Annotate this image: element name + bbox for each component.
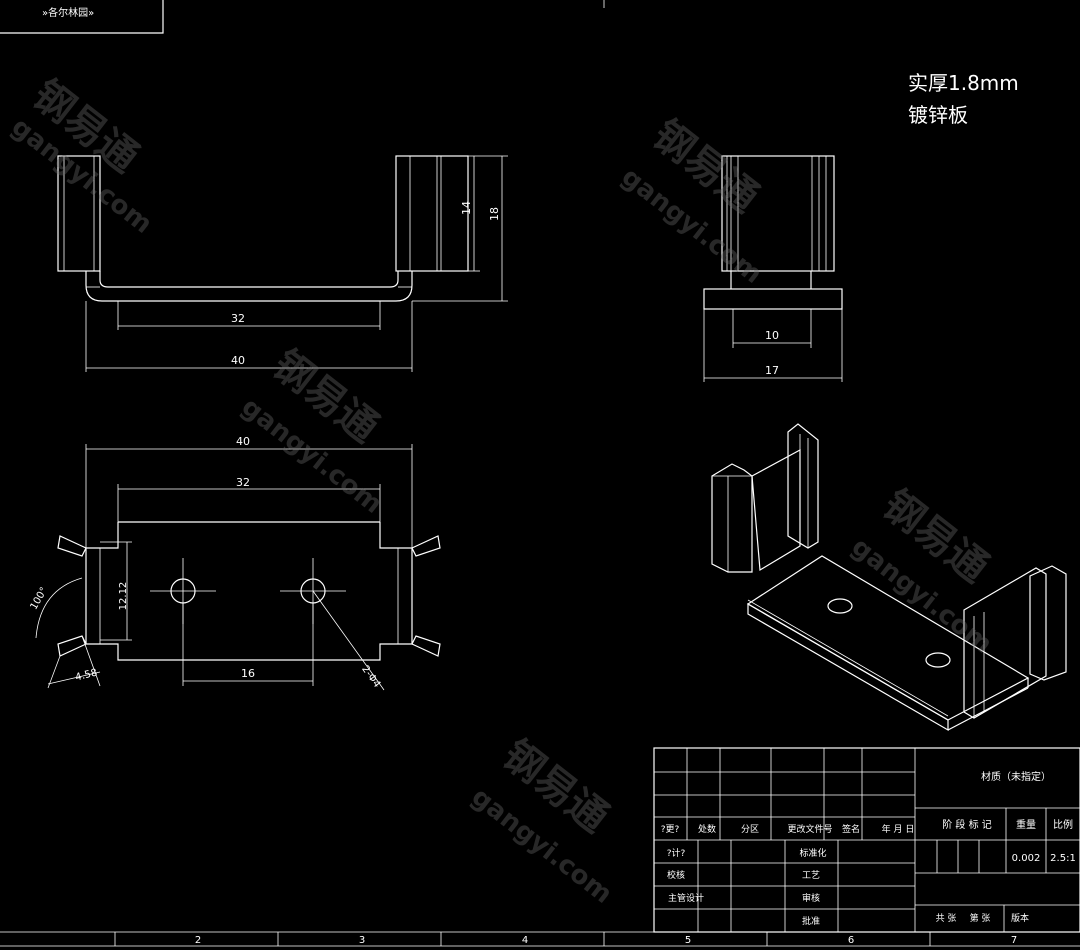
tb-chief-design: 主管设计 [668,892,704,904]
tb-scale-value: 2.5:1 [1050,853,1076,864]
front-dim-40: 40 [231,354,245,367]
tb-process: 工艺 [802,870,820,881]
front-dim-18: 18 [488,207,501,221]
tb-weight-value: 0.002 [1012,853,1041,864]
iso-hole-right [925,652,951,668]
tb-checker: 校核 [667,869,685,881]
material-type-note: 镀锌板 [908,103,968,127]
tb-weight-label: 重量 [1016,818,1036,831]
isometric-view [711,423,1067,732]
top-dim-12-12: 12.12 [118,582,129,611]
zone-label-2: 2 [195,935,201,946]
top-dim-32: 32 [236,476,250,489]
front-view-dimensions [85,155,508,372]
tb-rev-count: 处数 [698,823,716,835]
border-zone-ticks [114,932,931,946]
top-dim-40: 40 [236,435,250,448]
tb-sheet-no: 第 张 [970,912,991,924]
top-view [57,521,441,661]
material-thickness-note: 实厚1.8mm [908,71,1019,95]
hole-callout: 2-Φ4 [359,664,382,690]
tb-designer: ?计? [667,847,686,859]
tb-rev-sign: 签名 [842,823,860,835]
top-dim-16: 16 [241,667,255,680]
front-dim-32: 32 [231,312,245,325]
side-view [703,155,843,310]
tb-review: 审核 [802,892,820,904]
front-view [57,155,469,302]
top-dim-4-58: 4.58 [74,667,98,683]
tb-stage-mark: 阶 段 标 记 [942,818,992,831]
tb-rev-date: 年 月 日 [882,823,915,835]
side-dim-10: 10 [765,329,779,342]
top-view-dimensions [35,444,413,691]
tb-sheets: 共 张 [936,913,957,924]
front-dim-14: 14 [460,201,473,215]
header-box: »各尔林园» [0,0,164,34]
tb-standardize: 标准化 [799,847,826,859]
tb-material: 材质（未指定） [981,770,1051,783]
tb-rev-zone: 分区 [741,824,759,835]
zone-label-7: 7 [1011,935,1017,946]
zone-label-5: 5 [685,935,691,946]
zone-label-6: 6 [848,935,854,946]
side-dim-17: 17 [765,364,779,377]
zone-label-4: 4 [522,935,528,946]
header-label: »各尔林园» [42,6,94,19]
iso-hole-left [827,598,853,614]
tb-rev-doc: 更改文件号 [787,823,832,835]
tb-approve: 批准 [802,915,820,927]
zone-label-3: 3 [359,935,365,946]
title-block: 材质（未指定） 阶 段 标 记 重量 比例 0.002 2.5:1 ?更? 处数… [653,747,1080,933]
tb-rev-marker: ?更? [661,824,680,835]
tb-scale-label: 比例 [1053,818,1073,831]
side-view-dimensions [703,309,843,382]
top-angle-100: 100° [29,586,51,612]
tb-version: 版本 [1011,912,1029,924]
